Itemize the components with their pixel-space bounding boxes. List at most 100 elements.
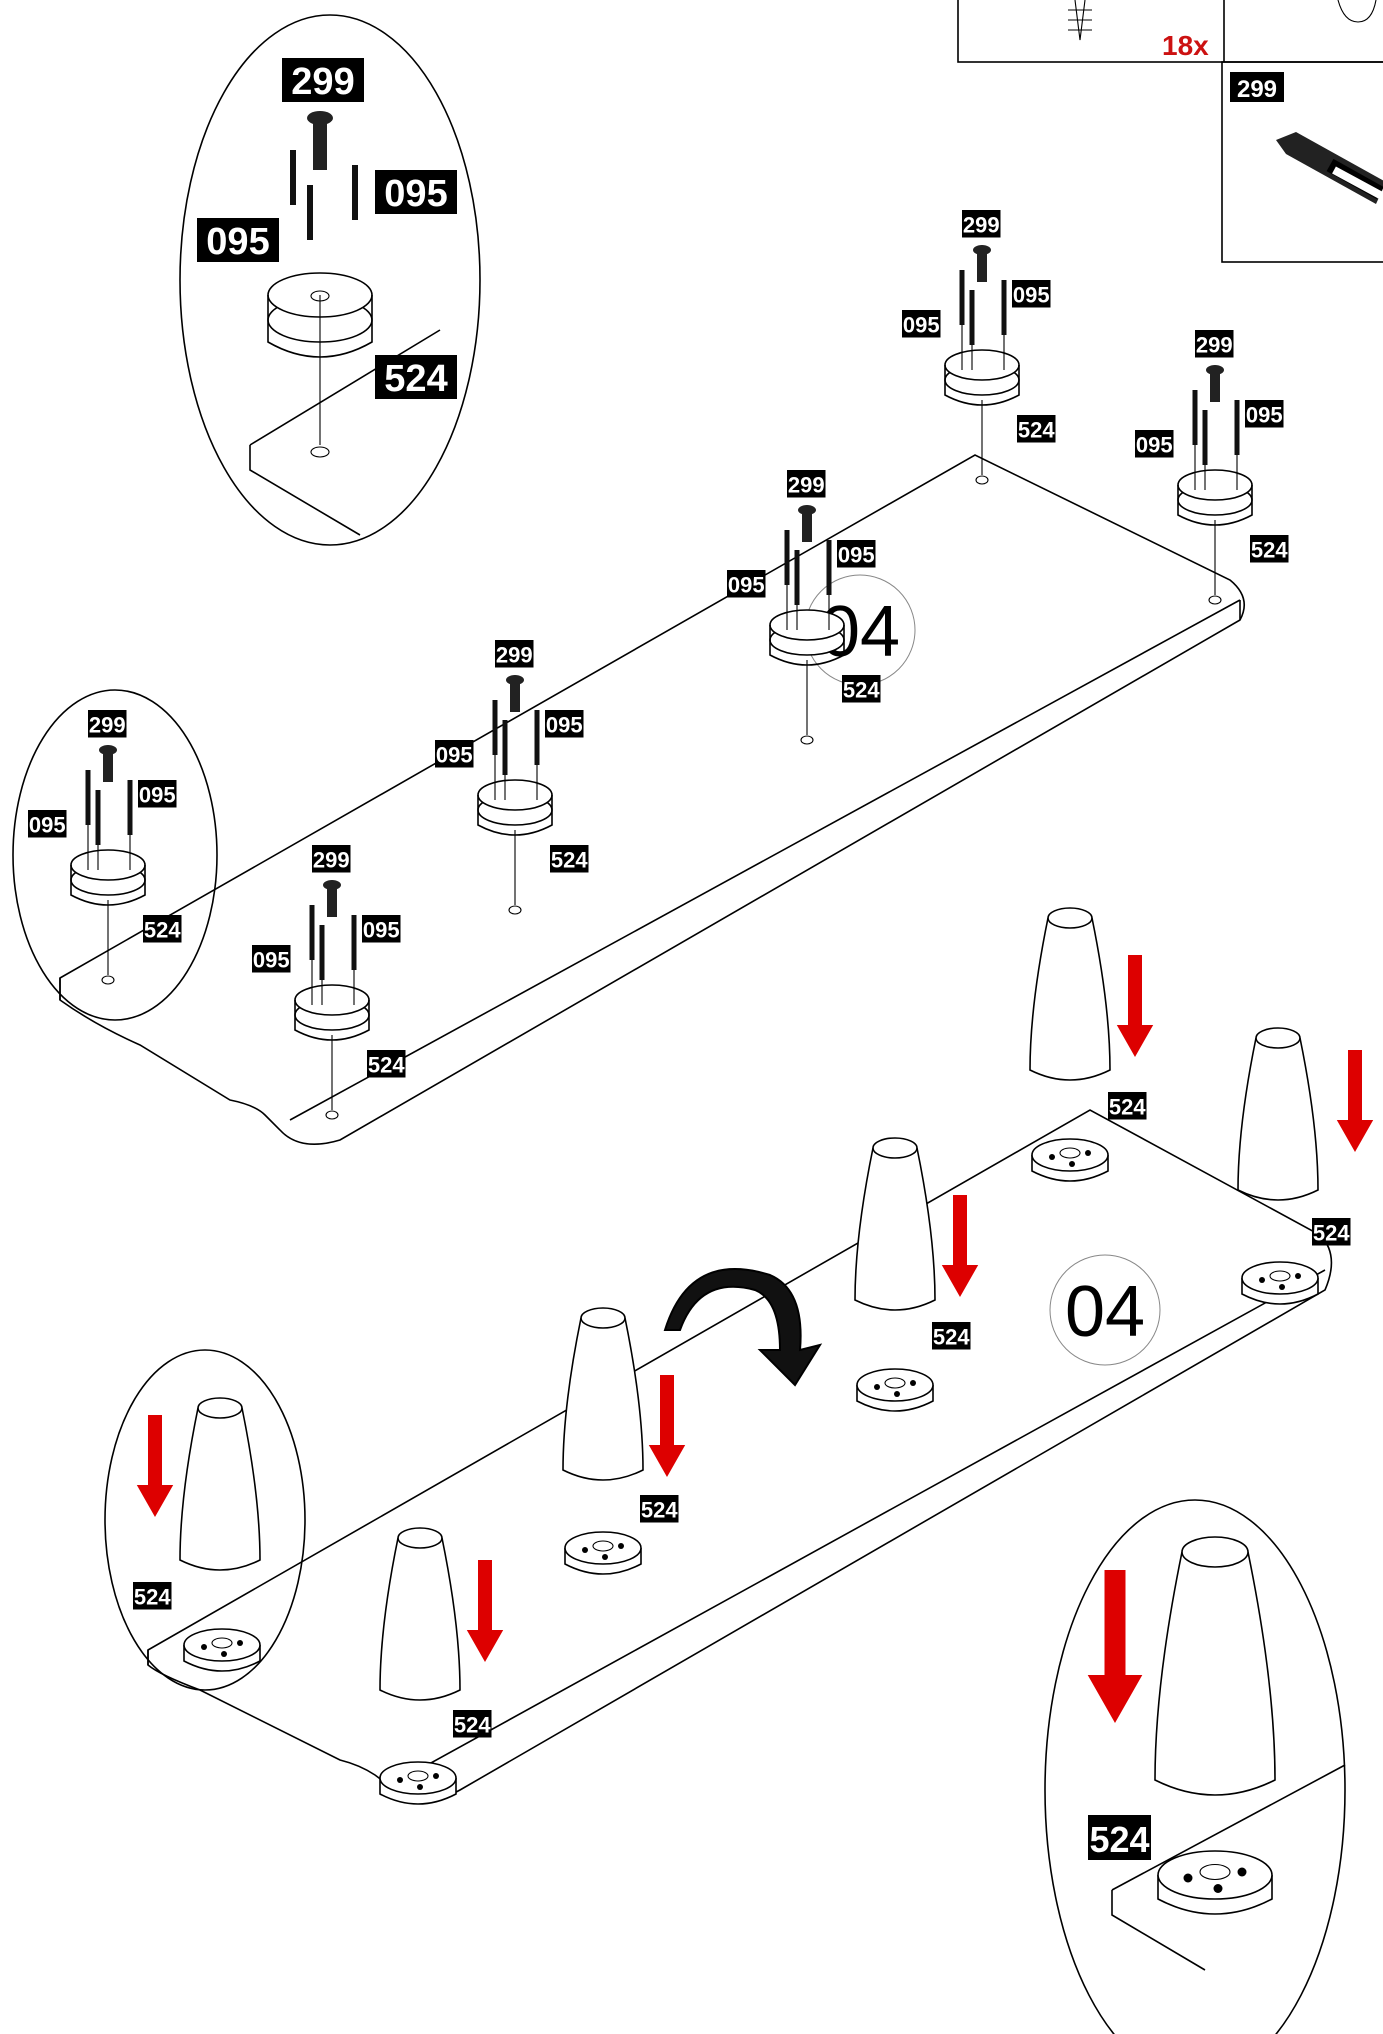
down-arrow-icon — [1336, 1050, 1374, 1152]
mount-label: 524 — [368, 1053, 405, 1078]
bolt-label-bg — [962, 210, 1001, 238]
rotate-arrow-icon — [663, 1268, 823, 1387]
bolt-label-bg — [1195, 330, 1234, 358]
detail-bottom-left — [104, 1349, 306, 1691]
mount-label: 524 — [1251, 538, 1288, 563]
down-arrow-icon — [1087, 1570, 1143, 1723]
screw-label: 095 — [728, 573, 765, 598]
screw-label-bg — [252, 945, 291, 973]
screw-label-bg — [1012, 280, 1051, 308]
mount-assembly: 299 095 095 524 — [28, 710, 182, 985]
mount-label: 524 — [144, 918, 181, 943]
bolt-label: 299 — [788, 473, 825, 498]
mount-label-bg — [1088, 1815, 1151, 1860]
leg-mount — [769, 609, 845, 641]
detail-mount-label: 524 — [384, 358, 447, 400]
mount-label: 524 — [843, 678, 880, 703]
mount-label-bg — [1017, 415, 1056, 443]
leg-mount — [1177, 469, 1253, 501]
bolt-code-label: 299 — [1237, 76, 1277, 103]
bolt-label: 299 — [313, 848, 350, 873]
mount-label-bg — [1312, 1218, 1351, 1246]
down-arrow-icon — [466, 1560, 504, 1662]
screw-label: 095 — [253, 948, 290, 973]
screw-label-bg — [435, 740, 474, 768]
down-arrow-icon — [136, 1415, 174, 1517]
mount-label-bg — [550, 845, 589, 873]
screw-label: 095 — [1013, 283, 1050, 308]
screw-label-bg — [28, 810, 67, 838]
screw-label-bg — [727, 570, 766, 598]
down-arrow-icon — [941, 1195, 979, 1297]
leg-mount — [183, 1628, 261, 1662]
leg-assembly: 524 — [562, 1307, 686, 1575]
furniture-leg — [1237, 1037, 1319, 1201]
detail-mount — [267, 272, 373, 458]
detail-bottom-right — [1044, 1499, 1346, 2034]
screw-label-bg — [837, 540, 876, 568]
screw-label-bg — [362, 915, 401, 943]
furniture-leg — [179, 1407, 261, 1571]
mount-label-bg — [1108, 1092, 1147, 1120]
furniture-leg — [379, 1537, 461, 1701]
mount-label-bg — [932, 1322, 971, 1350]
screw-label: 095 — [29, 813, 66, 838]
screw-label: 095 — [546, 713, 583, 738]
detail-left — [12, 689, 218, 1021]
mount-label: 524 — [1089, 1819, 1149, 1860]
furniture-leg — [562, 1317, 644, 1481]
screw-label: 095 — [838, 543, 875, 568]
mount-label-bg — [1250, 535, 1289, 563]
bolt-label-bg — [495, 640, 534, 668]
mount-label: 524 — [641, 1498, 678, 1523]
quantity-label: 18x — [1162, 30, 1209, 61]
leg-mount — [1157, 1850, 1273, 1900]
bolt-label: 299 — [496, 643, 533, 668]
screw-label: 095 — [363, 918, 400, 943]
mount-label: 524 — [1313, 1221, 1350, 1246]
mount-assembly: 299 095 095 524 — [435, 640, 589, 915]
leg-assembly: 524 — [1237, 1027, 1374, 1305]
leg-mount — [1241, 1261, 1319, 1295]
screw-label: 095 — [139, 783, 176, 808]
detail-screws — [290, 150, 358, 240]
panel-bottom: 04 — [147, 1109, 1333, 1802]
detail-screw-label-right: 095 — [384, 173, 447, 215]
leg-assembly: 524 — [1029, 907, 1154, 1182]
leg-assembly: 524 — [379, 1527, 504, 1805]
screw-label-bg — [1135, 430, 1174, 458]
down-arrow-icon — [648, 1375, 686, 1477]
detail-screw-label-left: 095 — [206, 221, 269, 263]
mount-assembly: 299 095 095 524 — [727, 470, 881, 745]
mount-label: 524 — [1018, 418, 1055, 443]
leg-mount — [294, 984, 370, 1016]
mount-label-bg — [367, 1050, 406, 1078]
screw-label-bg — [902, 310, 941, 338]
bolt-label: 299 — [89, 713, 126, 738]
leg-mount — [70, 849, 146, 881]
screw-label: 095 — [1136, 433, 1173, 458]
detail-top-left: 299 095 095 524 — [179, 14, 481, 546]
detail-bolt — [307, 111, 333, 170]
detail-bolt-label: 299 — [291, 61, 354, 103]
furniture-leg — [854, 1147, 936, 1311]
mount-label: 524 — [134, 1585, 171, 1610]
mount-assembly: 299 095 095 524 — [252, 845, 406, 1120]
bolt-label-bg — [88, 710, 127, 738]
leg-mount — [944, 349, 1020, 381]
screw-label: 095 — [436, 743, 473, 768]
down-arrow-icon — [1116, 955, 1154, 1057]
screw-label-bg — [1245, 400, 1284, 428]
leg-assembly: 524 — [1087, 1536, 1276, 1915]
leg-mount — [477, 779, 553, 811]
screw-label: 095 — [1246, 403, 1283, 428]
mount-label: 524 — [933, 1325, 970, 1350]
screw-label: 095 — [903, 313, 940, 338]
hardware-reference-box: 18x 299 — [957, 0, 1383, 263]
mount-label: 524 — [551, 848, 588, 873]
leg-mount — [1031, 1138, 1109, 1172]
screw-label-bg — [545, 710, 584, 738]
